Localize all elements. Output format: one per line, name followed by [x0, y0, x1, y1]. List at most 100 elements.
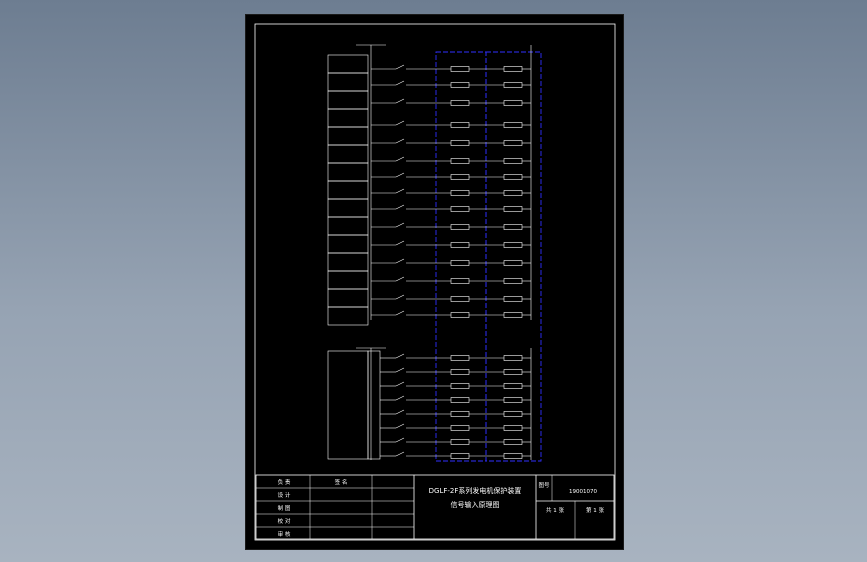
resistor-symbol: [450, 383, 470, 389]
contact-symbol: [395, 353, 405, 359]
contact-symbol: [395, 172, 405, 178]
resistor-symbol: [503, 453, 523, 459]
resistor-symbol: [503, 190, 523, 196]
contact-symbol: [395, 310, 405, 316]
role-3: 校 对: [278, 517, 291, 525]
resistor-symbol: [503, 242, 523, 248]
resistor-symbol: [450, 190, 470, 196]
resistor-symbol: [503, 397, 523, 403]
resistor-symbol: [503, 383, 523, 389]
resistor-symbol: [450, 439, 470, 445]
resistor-symbol: [450, 425, 470, 431]
resistor-symbol: [450, 224, 470, 230]
resistor-symbol: [450, 312, 470, 318]
resistor-symbol: [450, 100, 470, 106]
label-box: [327, 216, 369, 236]
resistor-symbol: [503, 369, 523, 375]
role-0: 负 责: [278, 478, 291, 486]
drawing-no: 19001070: [569, 489, 597, 495]
sheets-total: 共 1 张: [546, 506, 564, 514]
resistor-symbol: [450, 369, 470, 375]
lower-signal-section: [327, 347, 386, 460]
contact-symbol: [395, 409, 405, 415]
label-box: [327, 306, 369, 326]
contact-symbol: [395, 381, 405, 387]
title-line-2: 信号输入原理图: [451, 500, 500, 509]
title-line-1: DGLF-2F系列发电机保护装置: [429, 486, 522, 495]
resistor-symbol: [450, 174, 470, 180]
label-box: [327, 54, 369, 74]
contact-symbol: [395, 98, 405, 104]
label-box: [327, 198, 369, 218]
resistor-symbol: [450, 453, 470, 459]
resistor-symbol: [503, 82, 523, 88]
contact-symbol: [395, 120, 405, 126]
label-box: [327, 144, 369, 164]
inner-frame: [254, 23, 616, 541]
contact-symbol: [395, 222, 405, 228]
signal-rows: [327, 45, 532, 460]
resistor-symbol: [450, 278, 470, 284]
contact-symbol: [395, 188, 405, 194]
resistor-symbol: [450, 122, 470, 128]
terminal-block-a: [435, 51, 487, 462]
resistor-symbol: [450, 158, 470, 164]
resistor-symbol: [450, 140, 470, 146]
role-4: 审 核: [278, 530, 291, 538]
label-box: [327, 180, 369, 200]
resistor-symbol: [503, 158, 523, 164]
resistor-symbol: [503, 296, 523, 302]
contact-symbol: [395, 437, 405, 443]
label-box: [327, 108, 369, 128]
contact-symbol: [395, 64, 405, 70]
label-box: [327, 72, 369, 92]
drawing-no-label: 图号: [538, 481, 550, 489]
label-box: [327, 270, 369, 290]
resistor-symbol: [450, 206, 470, 212]
resistor-symbol: [450, 260, 470, 266]
terminal-block-b: [485, 51, 542, 462]
resistor-symbol: [503, 439, 523, 445]
resistor-symbol: [450, 411, 470, 417]
label-box: [327, 234, 369, 254]
contact-symbol: [395, 240, 405, 246]
resistor-symbol: [450, 355, 470, 361]
resistor-symbol: [503, 174, 523, 180]
contact-symbol: [395, 276, 405, 282]
contact-symbol: [395, 80, 405, 86]
sign-label: 签 名: [335, 478, 348, 486]
label-box: [327, 288, 369, 308]
label-box: [327, 162, 369, 182]
upper-signal-section: [356, 44, 386, 320]
contact-symbol: [395, 423, 405, 429]
contact-symbol: [395, 204, 405, 210]
resistor-symbol: [450, 296, 470, 302]
contact-symbol: [395, 451, 405, 457]
resistor-symbol: [450, 242, 470, 248]
resistor-symbol: [503, 411, 523, 417]
role-1: 设 计: [278, 491, 291, 499]
resistor-symbol: [450, 82, 470, 88]
resistor-symbol: [503, 140, 523, 146]
title-block: 负 责 设 计 制 图 校 对 审 核 签 名 DGLF-2F系列发电机保护装置…: [255, 474, 615, 540]
label-box: [327, 252, 369, 272]
resistor-symbol: [503, 100, 523, 106]
resistor-symbol: [503, 425, 523, 431]
contact-symbol: [395, 258, 405, 264]
resistor-symbol: [503, 122, 523, 128]
resistor-symbol: [450, 397, 470, 403]
resistor-symbol: [450, 66, 470, 72]
contact-symbol: [395, 395, 405, 401]
contact-symbol: [395, 367, 405, 373]
resistor-symbol: [503, 66, 523, 72]
contact-symbol: [395, 294, 405, 300]
resistor-symbol: [503, 355, 523, 361]
resistor-symbol: [503, 278, 523, 284]
resistor-symbol: [503, 224, 523, 230]
resistor-symbol: [503, 206, 523, 212]
role-2: 制 图: [278, 504, 291, 512]
resistor-symbol: [503, 260, 523, 266]
sheet-no: 第 1 张: [586, 506, 604, 514]
contact-symbol: [395, 156, 405, 162]
drawing-sheet: 负 责 设 计 制 图 校 对 审 核 签 名 DGLF-2F系列发电机保护装置…: [245, 14, 624, 550]
